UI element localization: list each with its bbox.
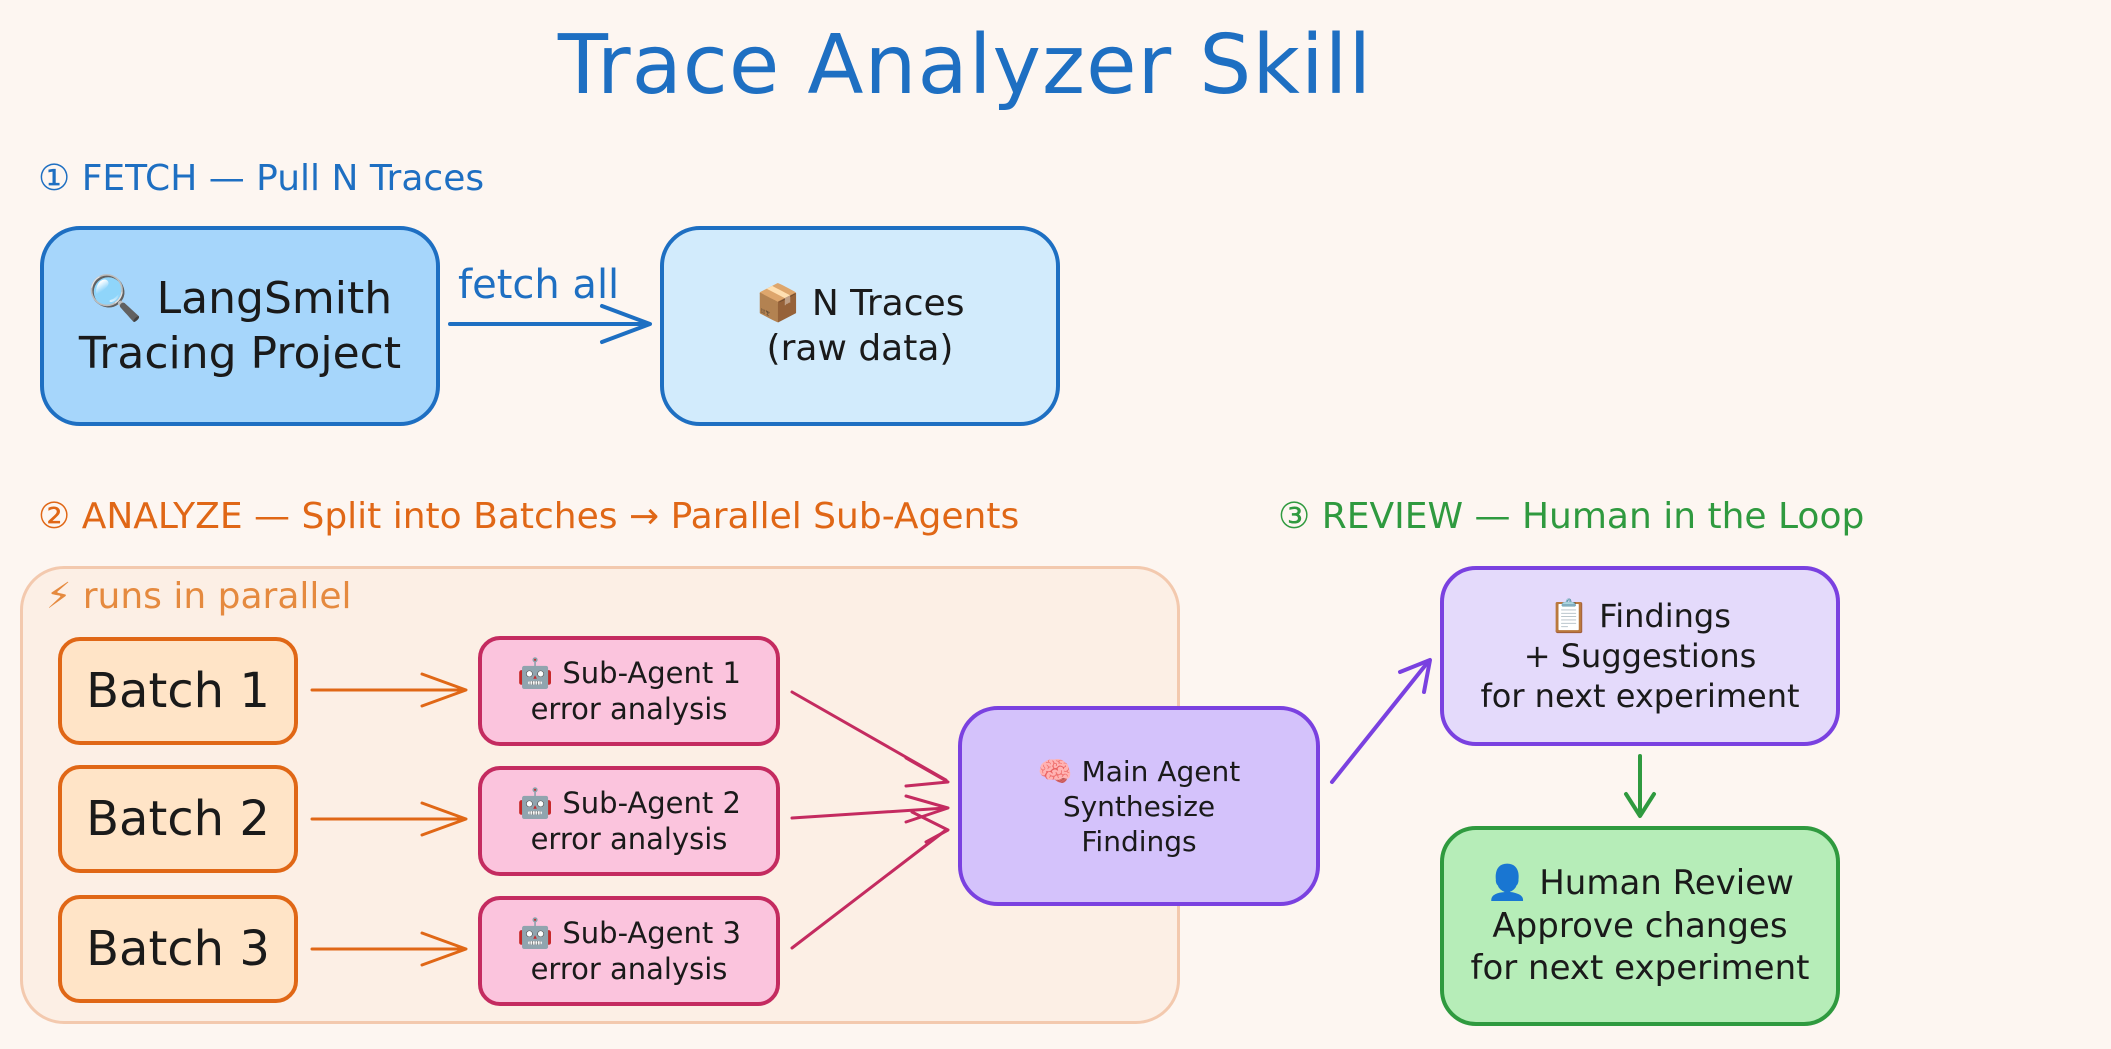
human-review-node: 👤 Human Review Approve changes for next … bbox=[1440, 826, 1840, 1026]
robot-icon: 🤖 bbox=[517, 785, 554, 820]
package-icon: 📦 bbox=[755, 283, 801, 324]
findings-node: 📋 Findings + Suggestions for next experi… bbox=[1440, 566, 1840, 746]
subagent2-to-main-arrow bbox=[790, 806, 948, 820]
batch-3-label: Batch 3 bbox=[86, 921, 270, 977]
main-agent-line3: Findings bbox=[1081, 824, 1197, 858]
human-review-line3: for next experiment bbox=[1470, 948, 1810, 989]
batch-2-node: Batch 2 bbox=[58, 765, 298, 873]
fetch-edge-label: fetch all bbox=[458, 262, 620, 308]
main-arrowheads bbox=[904, 756, 950, 844]
batch-1-label: Batch 1 bbox=[86, 663, 270, 719]
findings-line3: for next experiment bbox=[1480, 677, 1800, 715]
magnifier-icon: 🔍 bbox=[87, 273, 143, 324]
subagent-1-title: Sub-Agent 1 bbox=[562, 655, 741, 690]
subagent-2-desc: error analysis bbox=[530, 822, 728, 856]
section-review-heading: ③ REVIEW — Human in the Loop bbox=[1278, 496, 1865, 537]
subagent-1-node: 🤖 Sub-Agent 1 error analysis bbox=[478, 636, 780, 746]
batch1-to-subagent1-arrow bbox=[310, 672, 468, 708]
main-to-findings-arrow bbox=[1330, 658, 1432, 784]
ntraces-line1: N Traces bbox=[811, 283, 965, 324]
subagent-1-desc: error analysis bbox=[530, 692, 728, 726]
clipboard-icon: 📋 bbox=[1549, 597, 1589, 635]
parallel-group-text: runs in parallel bbox=[82, 576, 352, 617]
batch3-to-subagent3-arrow bbox=[310, 931, 468, 967]
findings-line2: + Suggestions bbox=[1523, 637, 1757, 675]
langsmith-line1: LangSmith bbox=[156, 273, 393, 324]
findings-title: Findings bbox=[1599, 597, 1731, 635]
diagram-title: Trace Analyzer Skill bbox=[557, 18, 1373, 113]
person-icon: 👤 bbox=[1486, 863, 1529, 904]
main-agent-line2: Synthesize bbox=[1062, 789, 1216, 823]
batch-3-node: Batch 3 bbox=[58, 895, 298, 1003]
subagent-2-title: Sub-Agent 2 bbox=[562, 785, 741, 820]
subagent3-to-main-arrow bbox=[790, 828, 948, 950]
langsmith-line2: Tracing Project bbox=[78, 328, 402, 379]
batch-2-label: Batch 2 bbox=[86, 791, 270, 847]
brain-icon: 🧠 bbox=[1037, 754, 1073, 788]
main-agent-title: Main Agent bbox=[1081, 754, 1241, 788]
subagent-3-node: 🤖 Sub-Agent 3 error analysis bbox=[478, 896, 780, 1006]
subagent-2-node: 🤖 Sub-Agent 2 error analysis bbox=[478, 766, 780, 876]
batch-1-node: Batch 1 bbox=[58, 637, 298, 745]
lightning-icon: ⚡ bbox=[46, 576, 72, 617]
robot-icon: 🤖 bbox=[517, 655, 554, 690]
batch2-to-subagent2-arrow bbox=[310, 801, 468, 837]
section-fetch-heading: ① FETCH — Pull N Traces bbox=[38, 158, 485, 199]
fetch-arrow bbox=[448, 304, 652, 344]
langsmith-node: 🔍 LangSmith Tracing Project bbox=[40, 226, 440, 426]
parallel-group-label: ⚡ runs in parallel bbox=[46, 576, 352, 617]
findings-to-human-arrow bbox=[1624, 754, 1656, 818]
ntraces-node: 📦 N Traces (raw data) bbox=[660, 226, 1060, 426]
human-review-line2: Approve changes bbox=[1492, 905, 1788, 946]
ntraces-line2: (raw data) bbox=[766, 328, 954, 369]
human-review-title: Human Review bbox=[1539, 863, 1794, 904]
subagent-3-desc: error analysis bbox=[530, 952, 728, 986]
subagent-3-title: Sub-Agent 3 bbox=[562, 915, 741, 950]
section-analyze-heading: ② ANALYZE — Split into Batches → Paralle… bbox=[38, 496, 1020, 537]
robot-icon: 🤖 bbox=[517, 915, 554, 950]
main-agent-node: 🧠 Main Agent Synthesize Findings bbox=[958, 706, 1320, 906]
